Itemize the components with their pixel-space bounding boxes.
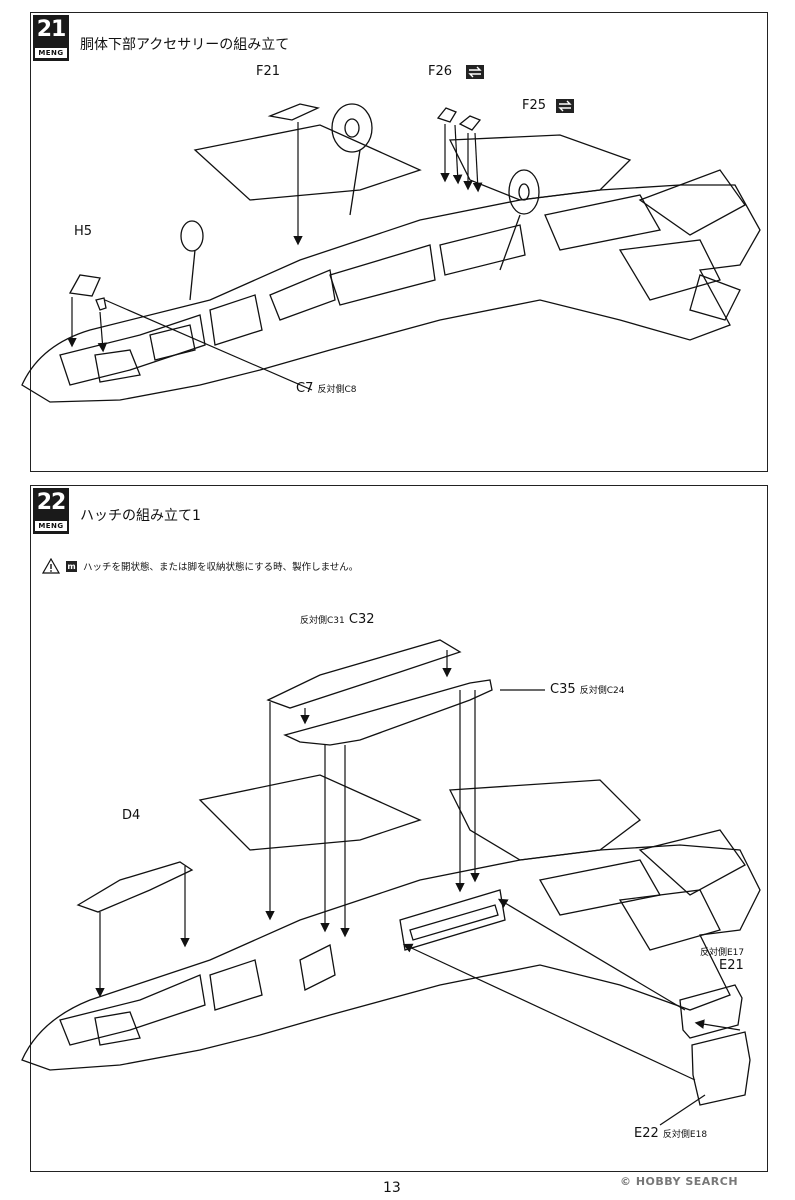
step-21-parts [68,103,482,311]
swap-side-icon [466,65,484,79]
manual-mark-icon: m [66,560,77,572]
warning-triangle-icon [42,558,60,574]
c35-opposite: 反対側C24 [579,686,625,696]
e22-opposite: 反対側E18 [662,1130,708,1140]
step-22-panel [30,485,768,1172]
part-f26-shape [436,107,457,123]
step-number: 22 [36,490,67,515]
c32-opposite: 反対側C31 [300,616,345,626]
label-e21-opposite: 反対側E17 [700,944,744,959]
brand-logo: MENG [35,521,67,531]
warning-text: ハッチを開状態、または脚を収納状態にする時、製作しません。 [83,562,359,573]
label-e22: E22 反対側E18 [634,1126,707,1141]
swap-side-icon [556,99,574,113]
step-22-parts [76,639,751,1106]
label-c32: 反対側C31 C32 [300,612,375,627]
c7-code: C7 [296,381,314,396]
step-22-arrows [95,650,741,1126]
c35-code: C35 [550,682,576,697]
part-d4-shape [76,861,194,913]
step-number: 21 [36,17,67,42]
step-22-badge: 22 MENG [33,488,69,534]
e22-code: E22 [634,1126,659,1141]
brand-logo: MENG [35,48,67,58]
watermark: © HOBBY SEARCH [620,1175,739,1188]
part-h5-shape [68,274,101,297]
label-d4: D4 [122,808,141,823]
page-number: 13 [383,1180,401,1196]
step-21-arrows [67,122,483,391]
label-f26: F26 [428,64,453,79]
part-e21-shape [679,984,743,1039]
label-e21: E21 [719,958,744,973]
label-c7: C7 反対側C8 [296,381,357,396]
step-22-title: ハッチの組み立て1 [80,508,201,524]
part-f25-shape [458,115,482,131]
part-f21-shape [267,103,321,121]
c7-opposite: 反対側C8 [317,385,357,395]
e21-opposite: 反対側E17 [700,948,745,958]
step-21-title: 胴体下部アクセサリーの組み立て [80,37,290,53]
step-22-aircraft-drawing [21,774,761,1071]
step-21-aircraft-drawing [21,103,761,403]
step-21-panel [30,12,768,472]
part-e22-shape [691,1031,751,1106]
part-c32-shape [266,639,462,709]
step-21-badge: 21 MENG [33,15,69,61]
label-h5: H5 [74,224,93,239]
label-f21: F21 [256,64,281,79]
warning-note: m ハッチを開状態、または脚を収納状態にする時、製作しません。 [42,558,358,574]
label-c35: C35 反対側C24 [550,682,625,697]
c32-code: C32 [348,612,375,627]
part-c35-shape [283,679,493,746]
label-f25: F25 [522,98,547,113]
